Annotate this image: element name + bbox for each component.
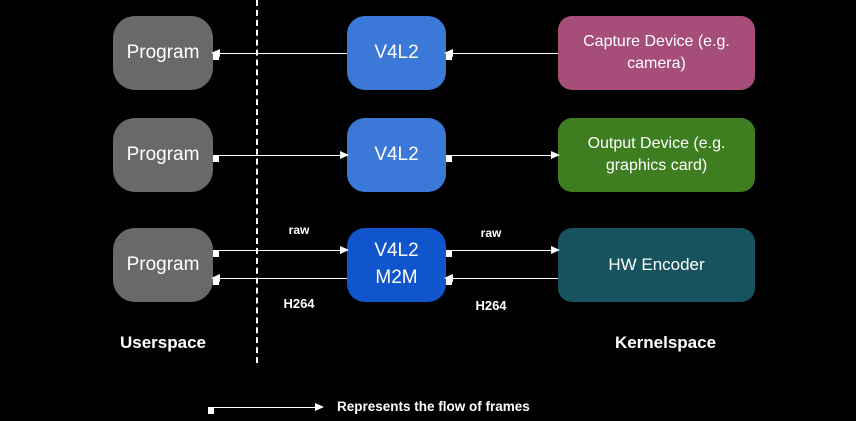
arrow-v4l2-to-output	[446, 151, 560, 162]
program-box-row3: Program	[113, 228, 213, 302]
userspace-label: Userspace	[119, 333, 206, 352]
program-label: Program	[126, 144, 200, 165]
arrow-program-to-m2m-raw	[213, 246, 349, 257]
arrow-v4l2-to-program-row1	[211, 49, 347, 60]
legend-flow-arrow	[208, 403, 324, 414]
v4l2-m2m-label: V4L2 M2M	[374, 240, 419, 288]
output-device-box: Output Device (e.g. graphics card)	[558, 118, 755, 192]
userspace-kernelspace-boundary-line	[256, 0, 258, 363]
arrow-encoder-to-m2m-h264	[444, 274, 558, 285]
arrow-program-to-v4l2-row2	[213, 151, 349, 162]
v4l2-m2m-box: V4L2 M2M	[347, 228, 446, 302]
capture-device-label: Capture Device (e.g. camera)	[583, 33, 730, 72]
program-label: Program	[126, 42, 200, 63]
hw-encoder-box: HW Encoder	[558, 228, 755, 302]
flow-label-raw-right: raw	[480, 226, 502, 240]
arrow-capture-to-v4l2	[444, 49, 558, 60]
capture-device-box: Capture Device (e.g. camera)	[558, 16, 755, 90]
legend-text: Represents the flow of frames	[337, 399, 530, 414]
program-box-row1: Program	[113, 16, 213, 90]
program-box-row2: Program	[113, 118, 213, 192]
output-device-label: Output Device (e.g. graphics card)	[587, 135, 726, 174]
arrow-m2m-to-encoder-raw	[446, 246, 560, 257]
program-label: Program	[126, 254, 200, 275]
v4l2-box-row1: V4L2	[347, 16, 446, 90]
flow-label-raw-left: raw	[288, 223, 310, 237]
flow-label-h264-left: H264	[283, 296, 315, 311]
hw-encoder-label: HW Encoder	[608, 254, 705, 274]
flow-label-h264-right: H264	[475, 298, 507, 313]
v4l2-label: V4L2	[374, 143, 419, 165]
v4l2-box-row2: V4L2	[347, 118, 446, 192]
kernelspace-label: Kernelspace	[614, 333, 717, 352]
v4l2-label: V4L2	[374, 41, 419, 63]
arrow-m2m-to-program-h264	[211, 274, 347, 285]
